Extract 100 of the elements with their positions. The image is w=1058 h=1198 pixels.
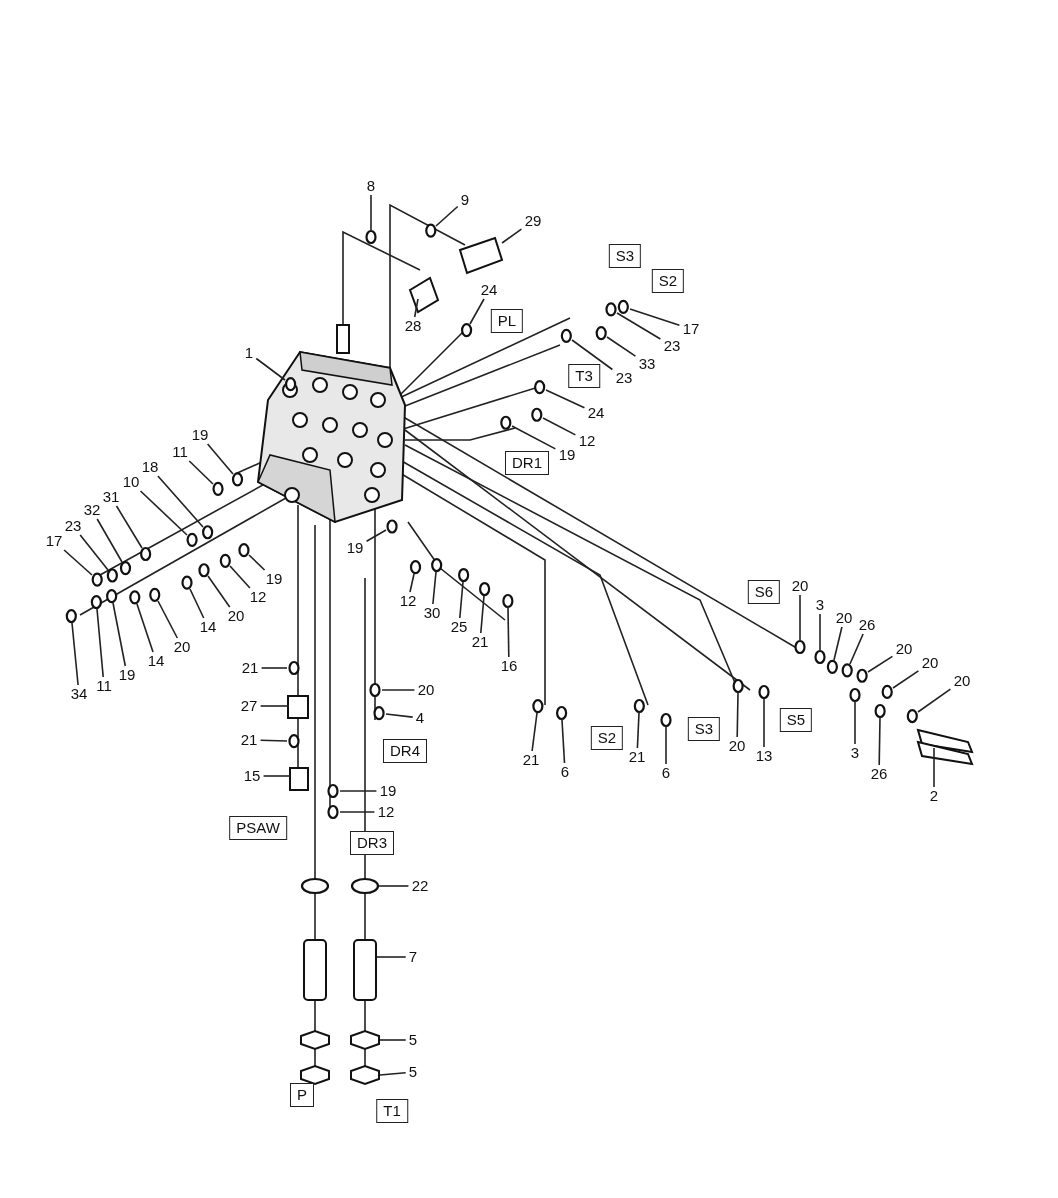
callout-number: 2 — [929, 788, 939, 804]
leader-line — [511, 425, 557, 450]
port-label: S3 — [608, 244, 642, 268]
leader-line — [385, 713, 414, 718]
leader-line — [413, 298, 419, 318]
callout-number: 1 — [244, 345, 254, 361]
callout-number: 20 — [728, 738, 746, 754]
port-label: PL — [490, 309, 524, 333]
leader-line — [933, 747, 935, 788]
callout-number: 9 — [460, 192, 470, 208]
callout-number: 20 — [835, 610, 853, 626]
port-label: S6 — [747, 580, 781, 604]
callout-number: 21 — [240, 732, 258, 748]
leader-line — [63, 549, 93, 576]
callout-number: 30 — [423, 605, 441, 621]
callout-number: 8 — [366, 178, 376, 194]
callout-number: 7 — [408, 949, 418, 965]
port-label: T1 — [376, 1099, 408, 1123]
leader-line — [188, 460, 214, 485]
leader-line — [262, 775, 291, 777]
callout-number: 20 — [173, 639, 191, 655]
port-label: S2 — [651, 269, 685, 293]
leader-line — [531, 712, 538, 752]
callout-number: 33 — [638, 356, 656, 372]
callout-number: 21 — [628, 749, 646, 765]
leader-line — [542, 417, 577, 436]
callout-number: 23 — [64, 518, 82, 534]
callout-number: 19 — [265, 571, 283, 587]
leader-line — [480, 595, 485, 634]
callout-number: 12 — [578, 433, 596, 449]
leader-line — [636, 712, 640, 749]
leader-line — [339, 811, 376, 813]
callout-number: 3 — [850, 745, 860, 761]
leader-line — [381, 689, 416, 691]
callout-number: 4 — [415, 710, 425, 726]
callout-number: 23 — [663, 338, 681, 354]
callout-number: 16 — [500, 658, 518, 674]
leader-line — [378, 885, 410, 887]
leader-line — [571, 339, 614, 371]
callout-number: 26 — [870, 766, 888, 782]
leader-line — [833, 626, 843, 661]
callout-number: 20 — [791, 578, 809, 594]
callout-number: 20 — [921, 655, 939, 671]
callout-number: 13 — [755, 748, 773, 764]
port-label: S2 — [590, 726, 624, 750]
callout-number: 17 — [682, 321, 700, 337]
leader-line — [157, 600, 179, 639]
leader-line — [370, 194, 372, 231]
callout-number: 31 — [102, 489, 120, 505]
leader-line — [79, 534, 109, 571]
leader-line — [819, 613, 821, 651]
callout-number: 29 — [524, 213, 542, 229]
callout-number: 24 — [587, 405, 605, 421]
leader-line — [545, 389, 586, 409]
callout-number: 19 — [191, 427, 209, 443]
callout-number: 19 — [118, 667, 136, 683]
callout-number: 5 — [408, 1064, 418, 1080]
callout-number: 10 — [122, 474, 140, 490]
port-label: DR3 — [350, 831, 394, 855]
leader-line — [435, 205, 459, 227]
leader-line — [139, 490, 188, 536]
leader-line — [365, 529, 387, 543]
leader-line — [854, 701, 856, 745]
leader-line — [501, 228, 523, 244]
leader-line — [339, 790, 378, 792]
callout-number: 12 — [399, 593, 417, 609]
leader-line — [259, 739, 288, 742]
leader-line — [917, 688, 952, 713]
callout-number: 20 — [227, 608, 245, 624]
callout-number: 12 — [377, 804, 395, 820]
port-label: S5 — [779, 708, 813, 732]
callout-number: 5 — [408, 1032, 418, 1048]
callout-number: 21 — [471, 634, 489, 650]
callout-number: 12 — [249, 589, 267, 605]
callout-number: 17 — [45, 533, 63, 549]
callout-number: 21 — [241, 660, 259, 676]
callout-number: 28 — [404, 318, 422, 334]
callout-number: 22 — [411, 878, 429, 894]
leader-line — [255, 357, 286, 381]
leader-line — [115, 505, 143, 549]
callout-number: 19 — [346, 540, 364, 556]
leader-line — [849, 633, 864, 665]
leader-line — [379, 1039, 407, 1041]
leader-line — [469, 298, 485, 325]
leader-line — [892, 670, 920, 689]
callout-number: 20 — [895, 641, 913, 657]
callout-number: 11 — [96, 678, 112, 694]
callout-number: 24 — [480, 282, 498, 298]
leader-line — [867, 655, 894, 673]
callout-number: 26 — [858, 617, 876, 633]
leader-line — [157, 475, 204, 528]
callout-number: 3 — [815, 597, 825, 613]
port-label: P — [290, 1083, 314, 1107]
leader-line — [206, 443, 234, 475]
leader-line — [112, 602, 127, 667]
leader-line — [459, 581, 464, 619]
leader-line — [409, 573, 415, 593]
port-label: DR1 — [505, 451, 549, 475]
leader-line — [229, 565, 251, 589]
leader-line — [665, 726, 667, 765]
